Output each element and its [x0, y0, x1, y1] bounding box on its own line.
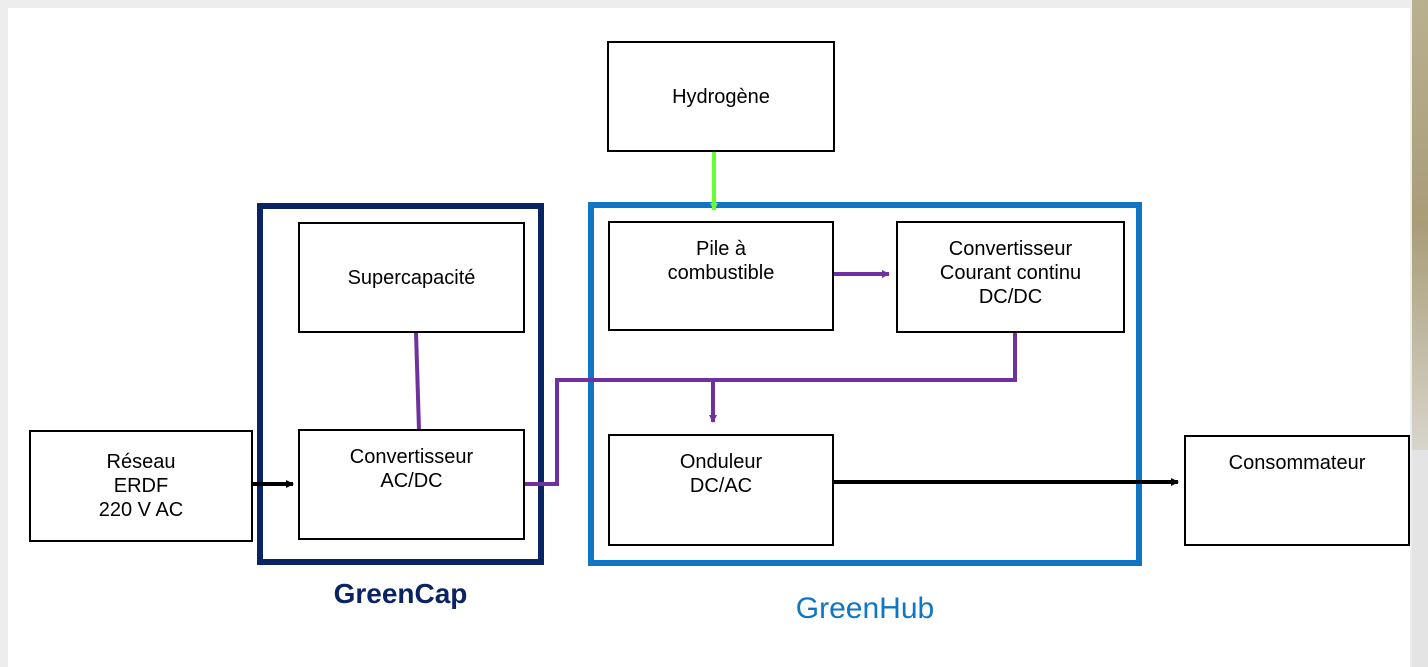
- pile-label: Pile à combustible: [667, 238, 775, 284]
- consommateur-label: Consommateur: [1228, 452, 1366, 474]
- convertisseur-acdc-block: Convertisseur AC/DC: [298, 429, 525, 540]
- convertisseur-acdc-label: Convertisseur AC/DC: [349, 446, 474, 492]
- onduleur-block: Onduleur DC/AC: [608, 434, 834, 546]
- reseau-block: Réseau ERDF 220 V AC: [29, 430, 253, 542]
- convertisseur-dcdc-label: Convertisseur Courant continu DC/DC: [939, 238, 1082, 308]
- consommateur-block: Consommateur: [1184, 435, 1410, 546]
- photo-edge-lower: [1412, 450, 1428, 667]
- hydrogene-block: Hydrogène: [607, 41, 835, 152]
- supercapacite-label: Supercapacité: [347, 266, 476, 289]
- greencap-group: [257, 203, 544, 565]
- pile-combustible-block: Pile à combustible: [608, 221, 834, 331]
- onduleur-label: Onduleur DC/AC: [679, 451, 763, 497]
- reseau-label: Réseau ERDF 220 V AC: [98, 451, 184, 521]
- hydrogene-label: Hydrogène: [672, 85, 770, 108]
- greencap-label: GreenCap: [333, 578, 468, 609]
- greenhub-label: GreenHub: [795, 592, 935, 625]
- supercap-link: [414, 331, 421, 431]
- supercapacite-block: Supercapacité: [298, 222, 525, 333]
- dc-bus-line: [524, 332, 1017, 486]
- convertisseur-dcdc-block: Convertisseur Courant continu DC/DC: [896, 221, 1125, 333]
- greenhub-group: [588, 202, 1142, 566]
- photo-edge: [1412, 0, 1428, 450]
